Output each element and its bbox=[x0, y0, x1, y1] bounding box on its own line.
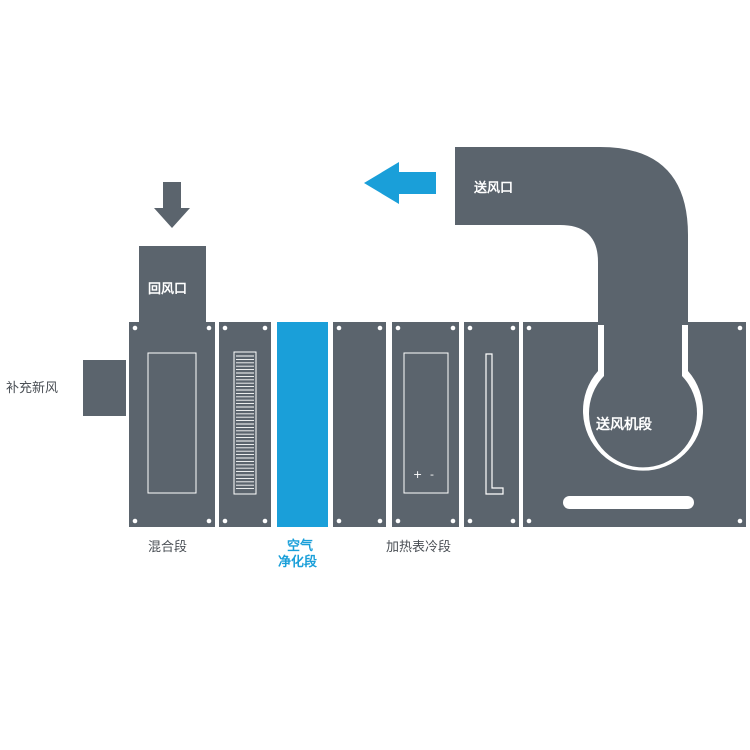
blank-section bbox=[333, 322, 386, 527]
minus-sign: - bbox=[430, 468, 434, 481]
plus-sign: + bbox=[413, 468, 422, 481]
arrow-left-icon bbox=[364, 162, 436, 204]
fan-section-label: 送风机段 bbox=[595, 416, 652, 433]
fresh-air-label: 补充新风 bbox=[6, 380, 58, 396]
mixing-section bbox=[129, 322, 215, 527]
supply-outlet-label: 送风口 bbox=[473, 180, 513, 196]
cooling-coil-section bbox=[464, 322, 519, 527]
fan-section: 送风机段 bbox=[523, 320, 746, 527]
fan-base-slot bbox=[563, 496, 694, 509]
return-inlet-label: 回风口 bbox=[148, 282, 187, 297]
mixing-section-label: 混合段 bbox=[148, 540, 187, 555]
purification-section bbox=[277, 322, 328, 527]
filter-section bbox=[219, 322, 271, 527]
supply-duct bbox=[455, 147, 688, 320]
heat-cool-section-label: 加热表冷段 bbox=[386, 540, 451, 555]
purification-label-line2: 净化段 bbox=[278, 554, 317, 570]
filter-grille bbox=[233, 351, 257, 495]
purification-label-line1: 空气 bbox=[287, 538, 313, 554]
return-inlet-box bbox=[139, 246, 206, 322]
arrow-down-icon bbox=[154, 182, 190, 228]
heating-coil-section: + - bbox=[392, 322, 459, 527]
fresh-air-inlet bbox=[83, 360, 126, 416]
